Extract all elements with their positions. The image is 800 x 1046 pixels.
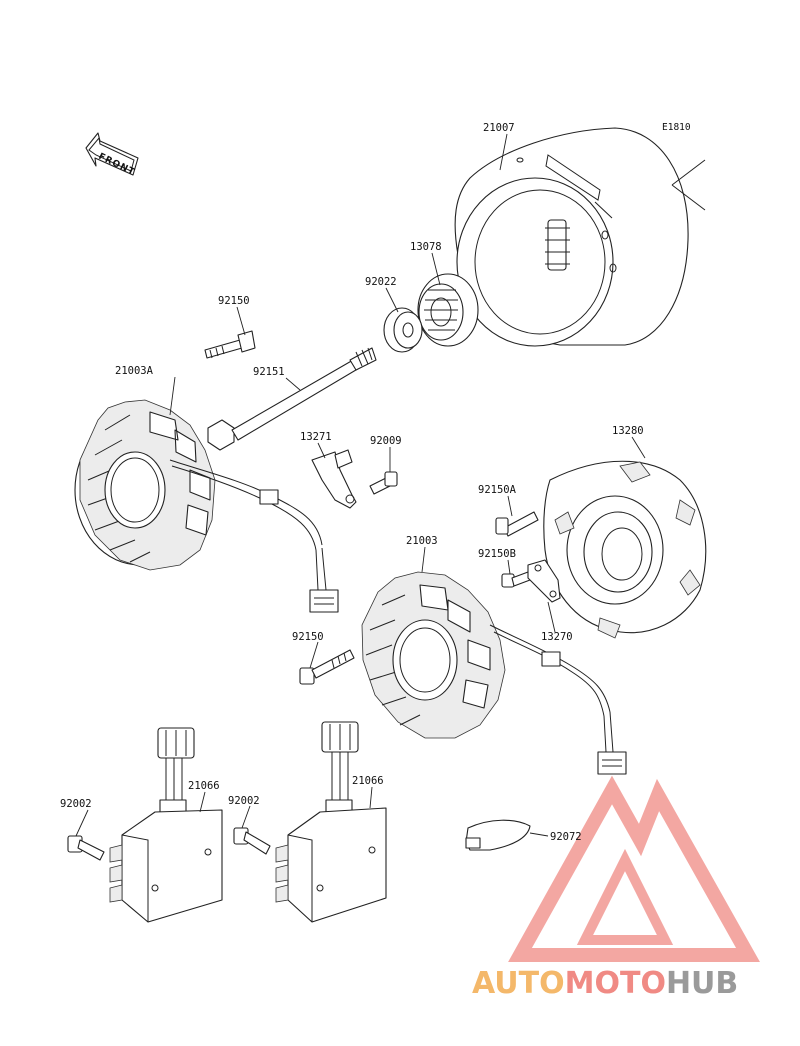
- watermark-part3: HUB: [666, 966, 738, 1001]
- label-13271: 13271: [300, 431, 332, 443]
- label-92150-mid: 92150: [292, 631, 324, 643]
- cover: [543, 460, 707, 639]
- label-92009: 92009: [370, 435, 402, 447]
- long-bolt: [207, 347, 377, 451]
- watermark-logo: [508, 775, 760, 962]
- watermark-text: AUTOMOTOHUB: [472, 966, 738, 1001]
- bolt-b: [501, 571, 531, 588]
- diagram-code: E1810: [662, 122, 691, 133]
- bolt-reg-right: [233, 827, 271, 855]
- bracket: [311, 449, 357, 509]
- label-92150-top: 92150: [218, 295, 250, 307]
- screw-small: [369, 471, 398, 495]
- bolt-a: [495, 511, 539, 537]
- leader-lines: [75, 133, 646, 837]
- label-92002-right: 92002: [228, 795, 260, 807]
- regulator-right: [275, 721, 387, 923]
- label-21066-left: 21066: [188, 780, 220, 792]
- label-92150b: 92150B: [478, 548, 516, 560]
- label-13270: 13270: [541, 631, 573, 643]
- label-21066-right: 21066: [352, 775, 384, 787]
- label-21007: 21007: [483, 122, 515, 134]
- flywheel: [454, 127, 706, 347]
- label-92072: 92072: [550, 831, 582, 843]
- label-92150a: 92150A: [478, 484, 517, 496]
- regulator-left: [109, 727, 223, 923]
- plate: [527, 559, 561, 603]
- label-13078: 13078: [410, 241, 442, 253]
- watermark-part1: AUTO: [472, 966, 565, 1001]
- label-21003: 21003: [406, 535, 438, 547]
- stator: [361, 571, 627, 775]
- label-92002-left: 92002: [60, 798, 92, 810]
- washer: [383, 307, 423, 353]
- label-13280: 13280: [612, 425, 644, 437]
- label-92022: 92022: [365, 276, 397, 288]
- clamp: [465, 819, 531, 851]
- watermark-part2: MOTO: [565, 966, 666, 1001]
- label-92151: 92151: [253, 366, 285, 378]
- svg-text:AUTOMOTOHUB: AUTOMOTOHUB: [472, 966, 738, 1001]
- bolt-reg-left: [67, 835, 105, 861]
- front-arrow-icon: FRONT: [85, 132, 139, 178]
- bolt-mid: [299, 649, 355, 685]
- bolt-top: [204, 330, 256, 359]
- starter-gear: [417, 273, 479, 347]
- label-21003a: 21003A: [115, 365, 154, 377]
- stator-a: [74, 399, 339, 613]
